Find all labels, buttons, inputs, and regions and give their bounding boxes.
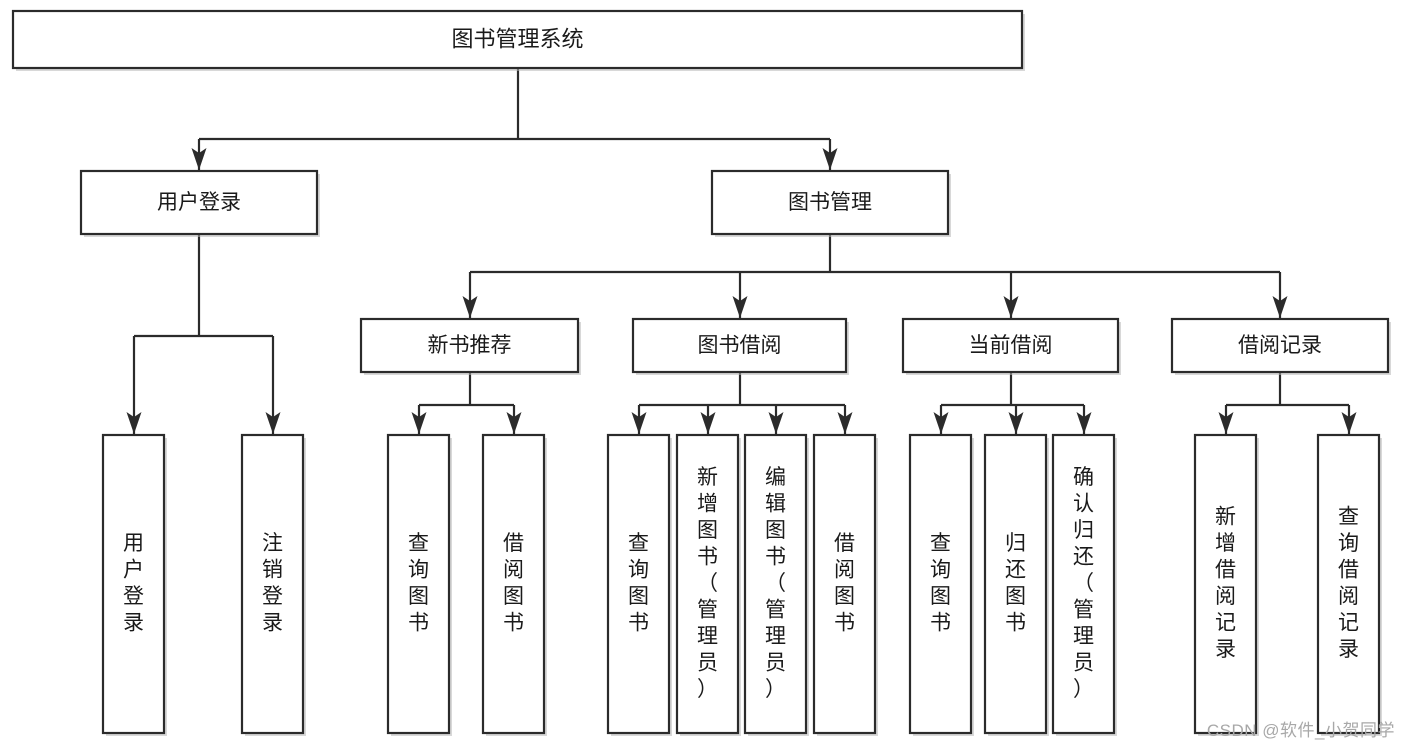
node-rect-leaf-user-login[interactable] <box>101 433 166 735</box>
node-label-user-login: 用户登录 <box>157 191 241 214</box>
arrow-head-icon-leaf-borrow-book-1 <box>506 412 522 434</box>
arrow-head-icon-leaf-query-record <box>1341 412 1357 434</box>
node-current-borrow[interactable]: 当前借阅 <box>901 317 1121 375</box>
node-rect-leaf-query-book-3[interactable] <box>908 433 973 735</box>
node-label-root: 图书管理系统 <box>451 26 583 51</box>
node-rect-new-book-rec[interactable] <box>359 317 580 374</box>
node-rect-user-login[interactable] <box>79 169 319 236</box>
node-label-leaf-query-book-3: 查询图书 <box>930 532 951 635</box>
node-rect-leaf-edit-book[interactable] <box>743 433 808 735</box>
node-rect-book-borrow[interactable] <box>631 317 848 374</box>
node-rect-leaf-confirm-return[interactable] <box>1051 433 1116 735</box>
connector-group-book-manage <box>462 234 1288 318</box>
node-rect-leaf-borrow-book-2[interactable] <box>812 433 877 735</box>
node-leaf-return-book[interactable]: 归还图书 <box>983 433 1049 736</box>
arrow-head-icon-leaf-add-record <box>1218 412 1234 434</box>
connector-group-current-borrow <box>933 372 1092 434</box>
node-leaf-edit-book[interactable]: 编辑图书（管理员） <box>743 433 809 736</box>
node-label-leaf-logout: 注销登录 <box>262 532 283 635</box>
arrow-head-icon-book-manage <box>822 148 838 170</box>
node-rect-leaf-logout[interactable] <box>240 433 305 735</box>
node-rect-leaf-query-record[interactable] <box>1316 433 1381 735</box>
arrow-head-icon-leaf-borrow-book-2 <box>837 412 853 434</box>
arrow-head-icon-leaf-confirm-return <box>1076 412 1092 434</box>
node-label-current-borrow: 当前借阅 <box>969 334 1053 357</box>
arrow-head-icon-new-book-rec <box>462 296 478 318</box>
node-leaf-query-record[interactable]: 查询借阅记录 <box>1316 433 1382 736</box>
node-label-new-book-rec: 新书推荐 <box>428 334 512 357</box>
node-leaf-confirm-return[interactable]: 确认归还（管理员） <box>1051 433 1117 736</box>
node-label-leaf-borrow-book-1: 借阅图书 <box>503 532 524 635</box>
node-leaf-query-book-2[interactable]: 查询图书 <box>606 433 672 736</box>
node-leaf-logout[interactable]: 注销登录 <box>240 433 306 736</box>
node-label-leaf-borrow-book-2: 借阅图书 <box>834 532 855 635</box>
connector-group-root <box>191 68 838 170</box>
arrow-head-icon-leaf-query-book-2 <box>631 412 647 434</box>
node-rect-book-manage[interactable] <box>710 169 950 236</box>
node-rect-leaf-add-record[interactable] <box>1193 433 1258 735</box>
connector-group-user-login <box>126 234 281 434</box>
node-leaf-query-book-3[interactable]: 查询图书 <box>908 433 974 736</box>
node-label-leaf-query-book-1: 查询图书 <box>408 532 429 635</box>
node-label-leaf-edit-book: 编辑图书（管理员） <box>765 466 786 701</box>
arrow-head-icon-borrow-record <box>1272 296 1288 318</box>
arrow-head-icon-user-login <box>191 148 207 170</box>
node-rect-leaf-query-book-2[interactable] <box>606 433 671 735</box>
arrow-head-icon-leaf-return-book <box>1008 412 1024 434</box>
node-leaf-add-record[interactable]: 新增借阅记录 <box>1193 433 1259 736</box>
connector-layer <box>126 68 1357 434</box>
arrow-head-icon-leaf-add-book <box>700 412 716 434</box>
node-borrow-record[interactable]: 借阅记录 <box>1170 317 1391 375</box>
node-rect-leaf-query-book-1[interactable] <box>386 433 451 735</box>
connector-group-book-borrow <box>631 372 853 434</box>
node-new-book-rec[interactable]: 新书推荐 <box>359 317 581 375</box>
arrow-head-icon-leaf-logout <box>265 412 281 434</box>
node-leaf-add-book[interactable]: 新增图书（管理员） <box>675 433 741 736</box>
node-label-book-borrow: 图书借阅 <box>698 334 782 357</box>
arrow-head-icon-leaf-edit-book <box>768 412 784 434</box>
node-leaf-borrow-book-2[interactable]: 借阅图书 <box>812 433 878 736</box>
node-layer: 图书管理系统用户登录图书管理新书推荐图书借阅当前借阅借阅记录用户登录注销登录查询… <box>11 9 1391 736</box>
node-label-leaf-add-record: 新增借阅记录 <box>1215 506 1236 662</box>
node-label-leaf-query-record: 查询借阅记录 <box>1338 506 1359 662</box>
arrow-head-icon-leaf-query-book-1 <box>411 412 427 434</box>
node-rect-leaf-borrow-book-1[interactable] <box>481 433 546 735</box>
connector-group-borrow-record <box>1218 372 1357 434</box>
node-label-book-manage: 图书管理 <box>788 191 872 214</box>
node-rect-root[interactable] <box>11 9 1024 70</box>
node-rect-borrow-record[interactable] <box>1170 317 1390 374</box>
node-rect-current-borrow[interactable] <box>901 317 1120 374</box>
node-user-login[interactable]: 用户登录 <box>79 169 320 237</box>
node-label-leaf-user-login: 用户登录 <box>123 532 144 635</box>
node-root[interactable]: 图书管理系统 <box>11 9 1025 71</box>
node-label-leaf-add-book: 新增图书（管理员） <box>697 466 718 701</box>
node-label-borrow-record: 借阅记录 <box>1238 334 1322 357</box>
node-leaf-borrow-book-1[interactable]: 借阅图书 <box>481 433 547 736</box>
arrow-head-icon-leaf-query-book-3 <box>933 412 949 434</box>
node-book-manage[interactable]: 图书管理 <box>710 169 951 237</box>
connector-group-new-book-rec <box>411 372 522 434</box>
node-leaf-user-login[interactable]: 用户登录 <box>101 433 167 736</box>
node-rect-leaf-return-book[interactable] <box>983 433 1048 735</box>
node-rect-leaf-add-book[interactable] <box>675 433 740 735</box>
arrow-head-icon-leaf-user-login <box>126 412 142 434</box>
arrow-head-icon-current-borrow <box>1003 296 1019 318</box>
node-book-borrow[interactable]: 图书借阅 <box>631 317 849 375</box>
node-leaf-query-book-1[interactable]: 查询图书 <box>386 433 452 736</box>
node-label-leaf-query-book-2: 查询图书 <box>628 532 649 635</box>
node-label-leaf-return-book: 归还图书 <box>1005 532 1026 635</box>
node-label-leaf-confirm-return: 确认归还（管理员） <box>1073 466 1094 701</box>
arrow-head-icon-book-borrow <box>732 296 748 318</box>
